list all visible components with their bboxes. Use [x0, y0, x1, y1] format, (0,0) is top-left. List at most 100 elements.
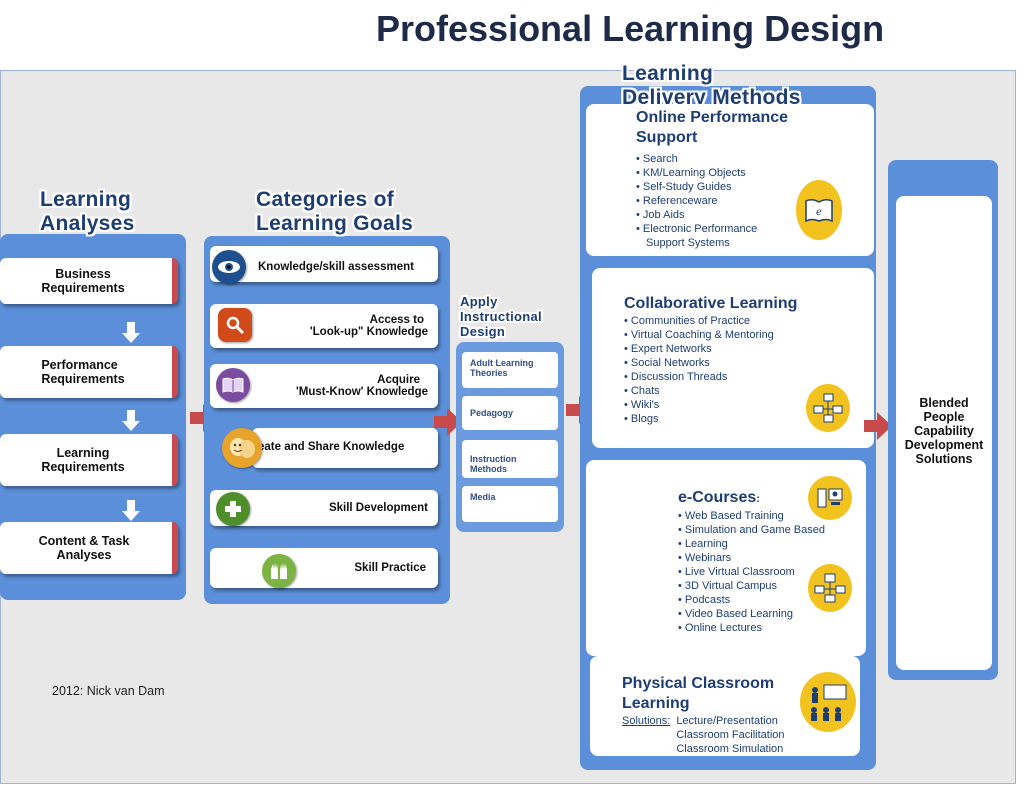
goal-label: Skill Practice — [354, 562, 428, 574]
online-title-line1: Online Performance — [636, 108, 788, 128]
instructional-badge: Apply Instructional Design — [460, 294, 542, 339]
delivery-badge: Learning Delivery Methods — [622, 62, 801, 110]
down-arrow — [124, 500, 138, 522]
list-item: Search — [636, 152, 788, 166]
solution-item: Classroom Simulation — [676, 742, 784, 756]
list-item: Wiki's — [624, 398, 797, 412]
list-item: Webinars — [678, 551, 825, 565]
list-item: Expert Networks — [624, 342, 797, 356]
computer-user-icon — [808, 476, 852, 520]
outcome-line: Blended — [896, 396, 992, 410]
classroom-title-line1: Physical Classroom — [622, 674, 785, 694]
blended-solutions-box[interactable]: Blended People Capability Development So… — [896, 196, 992, 670]
instructional-item-adult-learning[interactable]: Adult Learning Theories — [462, 352, 558, 388]
down-arrow — [124, 322, 138, 344]
outcome-line: People — [896, 410, 992, 424]
online-title-line2: Support — [636, 128, 788, 148]
page-title: Professional Learning Design — [376, 8, 884, 50]
list-item: Online Lectures — [678, 621, 825, 635]
collab-title: Collaborative Learning — [624, 294, 797, 314]
outcome-line: Development — [896, 438, 992, 452]
list-item: Discussion Threads — [624, 370, 797, 384]
list-item: Web Based Training — [678, 509, 825, 523]
list-item: Simulation and Game Based — [678, 523, 825, 537]
card-line: Analyses — [39, 548, 130, 562]
list-item: Job Aids — [636, 208, 788, 222]
ebook-icon: e — [796, 180, 842, 240]
list-item: Virtual Coaching & Mentoring — [624, 328, 797, 342]
card-line: Requirements — [41, 372, 124, 386]
list-item: Video Based Learning — [678, 607, 825, 621]
instructional-item-media[interactable]: Media — [462, 486, 558, 522]
goal-label: 'Must-Know' Knowledge — [296, 386, 428, 398]
goals-badge-line1: Categories of — [256, 188, 413, 212]
ecourses-title-suffix: : — [756, 493, 760, 505]
outcome-line: Solutions — [896, 452, 992, 466]
hands-icon — [262, 554, 296, 588]
eye-icon — [212, 250, 246, 284]
classroom-title-line2: Learning — [622, 694, 785, 714]
lookup-icon — [218, 308, 252, 342]
item-line: Adult Learning — [470, 358, 550, 368]
item-line: Media — [470, 492, 550, 502]
card-line: Business — [41, 267, 124, 281]
footer-credit: 2012: Nick van Dam — [52, 684, 165, 698]
card-line: Requirements — [41, 281, 124, 295]
item-line: Instruction Methods — [470, 454, 550, 474]
goal-card-skill-practice[interactable]: Skill Practice — [210, 548, 438, 588]
goal-label: Access to — [310, 314, 428, 326]
list-item: Social Networks — [624, 356, 797, 370]
puzzle-icon — [216, 492, 250, 526]
list-item: Referenceware — [636, 194, 788, 208]
outcome-line: Capability — [896, 424, 992, 438]
list-item: Learning — [678, 537, 825, 551]
list-item: 3D Virtual Campus — [678, 579, 825, 593]
goals-badge: Categories of Learning Goals — [256, 188, 413, 236]
item-line: Theories — [470, 368, 550, 378]
virtual-classroom-icon — [808, 564, 852, 612]
classroom-lecture-icon — [800, 672, 856, 732]
list-item: Live Virtual Classroom — [678, 565, 825, 579]
instructional-item-instruction-methods[interactable]: Instruction Methods — [462, 440, 558, 478]
goal-card-share[interactable]: eate and Share Knowledge — [252, 428, 438, 468]
ecourses-title: e-Courses — [678, 489, 756, 506]
goal-label: Knowledge/skill assessment — [258, 261, 414, 273]
card-line: Learning — [41, 446, 124, 460]
masks-icon — [222, 428, 262, 468]
analyses-badge-line1: Learning — [40, 188, 135, 212]
instructional-badge-line2: Instructional — [460, 309, 542, 324]
goal-label: 'Look-up" Knowledge — [310, 326, 428, 338]
analyses-badge-line2: Analyses — [40, 212, 135, 236]
list-item: Self-Study Guides — [636, 180, 788, 194]
goal-label: Acquire — [296, 374, 428, 386]
svg-text:e: e — [816, 207, 822, 218]
instructional-badge-line1: Apply — [460, 294, 542, 309]
instructional-badge-line3: Design — [460, 324, 542, 339]
analyses-badge: Learning Analyses — [40, 188, 135, 236]
list-item: Communities of Practice — [624, 314, 797, 328]
list-item: Podcasts — [678, 593, 825, 607]
network-computers-icon — [806, 384, 850, 432]
list-item: Chats — [624, 384, 797, 398]
goal-label: Skill Development — [329, 502, 428, 514]
solution-item: Classroom Facilitation — [676, 728, 784, 742]
card-line: Performance — [41, 358, 124, 372]
solution-item: Lecture/Presentation — [676, 714, 784, 728]
list-item: KM/Learning Objects — [636, 166, 788, 180]
instructional-item-pedagogy[interactable]: Pedagogy — [462, 396, 558, 430]
solutions-label: Solutions: — [622, 714, 670, 756]
list-item-continuation: Support Systems — [636, 236, 788, 250]
goals-badge-line2: Learning Goals — [256, 212, 413, 236]
list-item: Electronic Performance — [636, 222, 788, 236]
card-line: Content & Task — [39, 534, 130, 548]
down-arrow — [124, 410, 138, 432]
goal-label: eate and Share Knowledge — [258, 441, 404, 453]
book-icon — [216, 368, 250, 402]
delivery-badge-line1: Learning — [622, 62, 801, 86]
card-line: Requirements — [41, 460, 124, 474]
list-item: Blogs — [624, 412, 797, 426]
